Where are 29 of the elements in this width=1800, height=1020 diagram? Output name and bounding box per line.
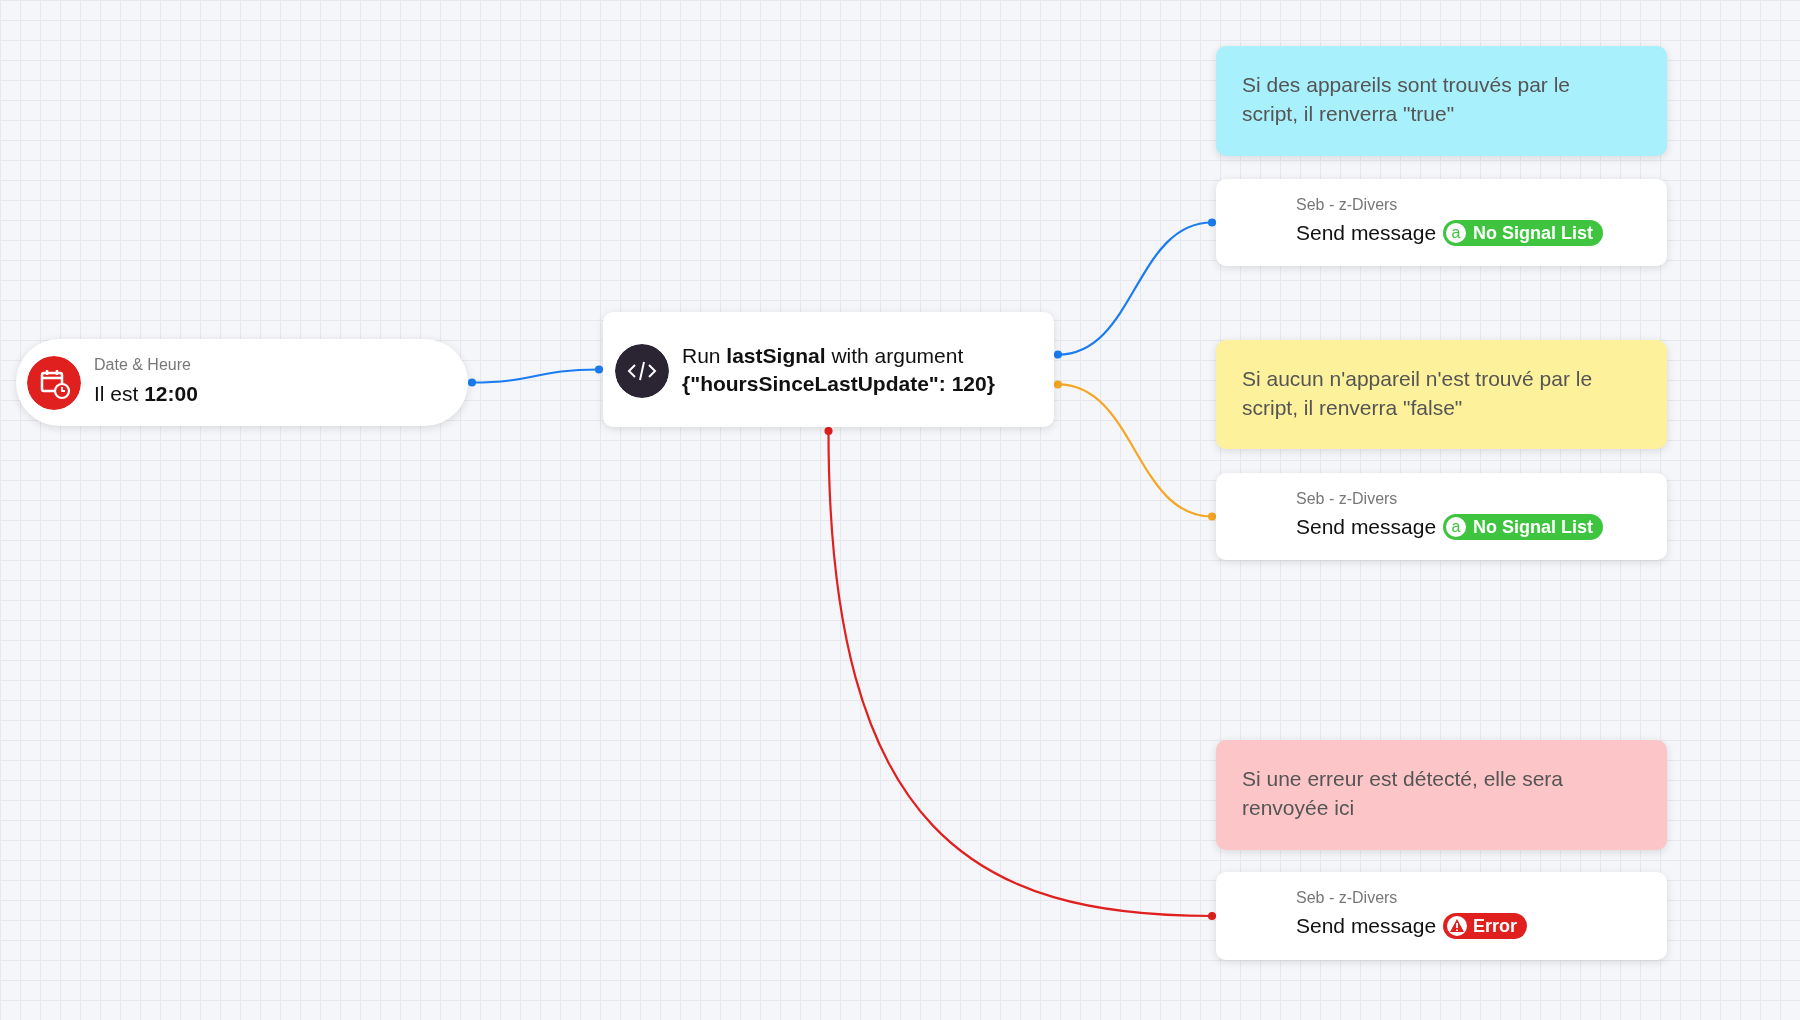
note-text: Si une erreur est détecté, elle sera renvoyée ici	[1242, 766, 1564, 821]
tag-label: No Signal List	[1473, 223, 1593, 243]
token-icon: a	[1446, 223, 1466, 243]
flow-card	[16, 339, 468, 426]
note-card	[1216, 340, 1667, 449]
note-text: Si des appareils sont trouvés par le script, il renverra "true"	[1242, 72, 1571, 127]
flow-card	[1216, 473, 1667, 560]
token-icon: a	[1446, 517, 1466, 537]
flow-card	[1216, 872, 1667, 960]
tag-label: No Signal List	[1473, 517, 1593, 537]
note-card	[1216, 46, 1667, 156]
flow-card	[1216, 179, 1667, 266]
note-text: Si aucun n'appareil n'est trouvé par le script, il renverra "false"	[1242, 366, 1594, 421]
connector	[824, 426, 1217, 921]
action-text: Send message	[1296, 514, 1437, 540]
tag-label: Error	[1473, 916, 1517, 936]
action-text: Run lastSignal with argument {"hoursSinceLastUpdate": 120}	[682, 343, 996, 397]
action-text: Send message	[1296, 220, 1437, 246]
connector	[1053, 218, 1217, 359]
connector	[1053, 380, 1217, 521]
note-card	[1216, 740, 1667, 850]
device-name: Seb - z-Divers	[1296, 196, 1398, 214]
flow-card	[603, 312, 1054, 427]
trigger-category: Date & Heure	[94, 356, 191, 374]
device-name: Seb - z-Divers	[1296, 889, 1398, 907]
trigger-text: Il est 12:00	[94, 381, 198, 407]
device-name: Seb - z-Divers	[1296, 490, 1398, 508]
action-text: Send message	[1296, 913, 1437, 939]
connector	[467, 365, 604, 387]
